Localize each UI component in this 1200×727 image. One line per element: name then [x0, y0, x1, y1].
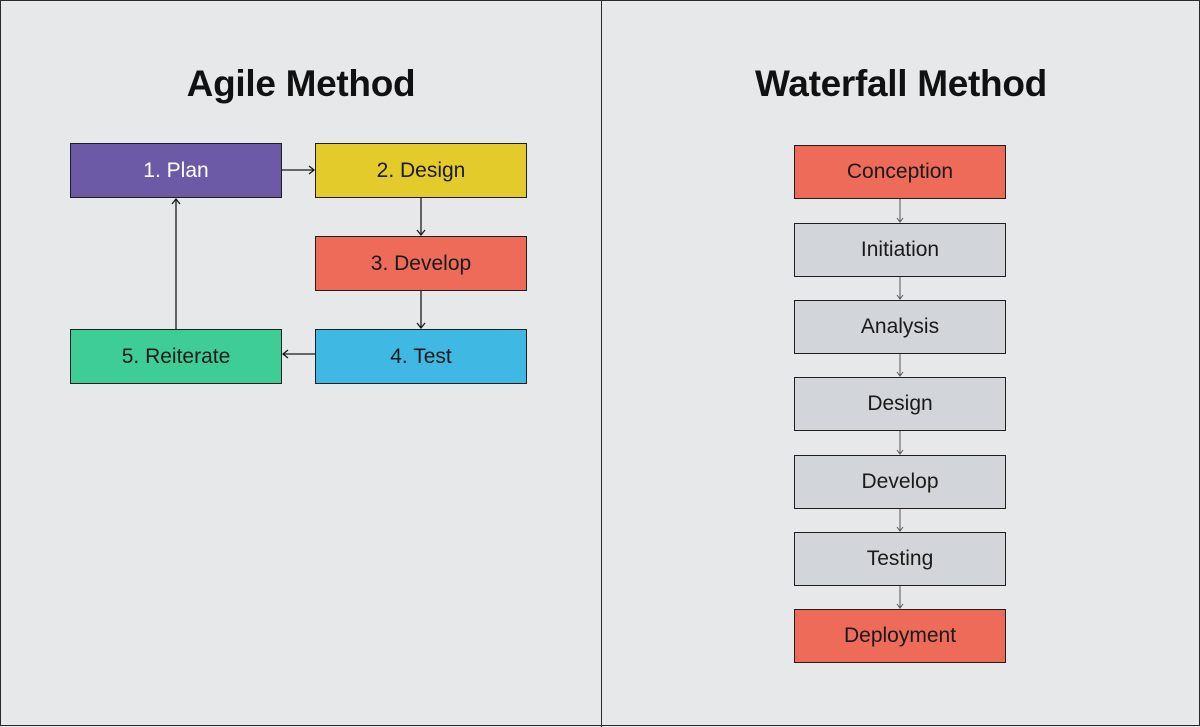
waterfall-step-develop: Develop [794, 455, 1006, 509]
waterfall-step-label: Conception [846, 160, 954, 183]
arrow-test-to-reiterate [281, 349, 315, 359]
waterfall-step-label: Develop [861, 470, 939, 493]
arrow-design-to-develop [416, 198, 426, 237]
waterfall-arrow [896, 277, 904, 300]
waterfall-step-label: Deployment [843, 624, 957, 647]
waterfall-step-initiation: Initiation [794, 223, 1006, 277]
arrow-develop-to-test [416, 291, 426, 330]
agile-step-develop: 3. Develop [315, 236, 527, 291]
agile-step-plan: 1. Plan [70, 143, 282, 198]
waterfall-step-design: Design [794, 377, 1006, 431]
agile-step-test: 4. Test [315, 329, 527, 384]
agile-title: Agile Method [186, 63, 416, 104]
waterfall-step-label: Testing [866, 547, 934, 570]
waterfall-arrow [896, 586, 904, 609]
waterfall-arrow [896, 354, 904, 377]
arrow-plan-to-design [282, 165, 316, 175]
waterfall-title: Waterfall Method [755, 63, 1047, 104]
panel-divider [601, 1, 602, 727]
waterfall-step-label: Analysis [860, 315, 940, 338]
waterfall-arrows [896, 199, 904, 609]
waterfall-arrow [896, 509, 904, 532]
waterfall-step-conception: Conception [794, 145, 1006, 199]
agile-step-plan-label: 1. Plan [143, 158, 209, 182]
agile-step-design-label: 2. Design [376, 158, 466, 182]
waterfall-step-analysis: Analysis [794, 300, 1006, 354]
waterfall-step-label: Initiation [860, 238, 940, 261]
agile-step-reiterate: 5. Reiterate [70, 329, 282, 384]
waterfall-arrow [896, 431, 904, 455]
waterfall-step-deployment: Deployment [794, 609, 1006, 663]
agile-step-test-label: 4. Test [390, 344, 452, 368]
agile-step-design: 2. Design [315, 143, 527, 198]
arrow-reiterate-to-plan [171, 197, 181, 329]
agile-step-reiterate-label: 5. Reiterate [121, 344, 231, 368]
agile-step-develop-label: 3. Develop [370, 251, 472, 275]
waterfall-step-label: Design [867, 392, 933, 415]
waterfall-step-testing: Testing [794, 532, 1006, 586]
waterfall-arrow [896, 199, 904, 223]
